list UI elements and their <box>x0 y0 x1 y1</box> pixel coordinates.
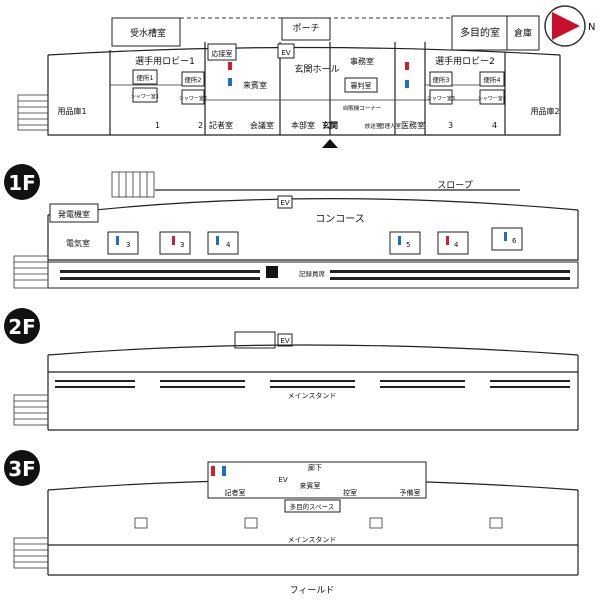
slope-label: スロープ <box>437 180 472 191</box>
shower2-label: シャワー室2 <box>179 95 207 102</box>
3f-press-label: 記者室 <box>225 488 246 497</box>
mgmt-label: 管理人室 <box>379 122 402 130</box>
water-tank-room <box>111 17 181 47</box>
recorder-seats-label: 記録員席 <box>299 269 326 278</box>
ev-ground-label: EV <box>281 49 290 57</box>
floor-1f-badge <box>4 164 40 200</box>
vending-label: 自販機コーナー <box>343 104 382 112</box>
toilet2-room <box>181 71 205 87</box>
2f-stand-label: メインスタンド <box>288 391 337 400</box>
floor-2f-badge <box>4 308 40 344</box>
3f-control-label: 控室 <box>343 488 357 497</box>
1f-toilet-3a: 3 <box>126 241 130 249</box>
3f-standby-label: 予備室 <box>400 488 421 497</box>
generator-label: 発電機室 <box>58 209 90 219</box>
toilet3-room <box>429 71 453 87</box>
1f-top-stairs <box>111 171 155 198</box>
floor-1f-plan: 1F スロープ コンコース 発電機室 電気室 EV 3 3 <box>4 164 579 289</box>
medical-label: 医務室 <box>401 120 425 130</box>
toilet1-label: 便所1 <box>136 73 153 82</box>
2f-stair-block <box>234 331 276 349</box>
shower4-label: シャワー室4 <box>478 95 506 102</box>
3f-multi-space <box>284 499 341 513</box>
reception-room <box>207 43 237 61</box>
compass-letter: N <box>588 22 595 33</box>
ev-2f-label: EV <box>280 337 289 345</box>
floor-2f-plan: 2F EV メインスタンド <box>4 308 579 431</box>
left-stairs <box>17 94 49 131</box>
1f-toilet-4a: 4 <box>226 241 231 249</box>
electrical-label: 電気室 <box>66 238 90 248</box>
reception-label: 応接室 <box>212 49 233 58</box>
toilet3-label: 便所3 <box>432 75 449 84</box>
press-room-label: 記者室 <box>209 120 233 130</box>
shower4-room <box>479 89 505 105</box>
locker-num-2: 2 <box>198 121 203 130</box>
storage1-label: 用品庫1 <box>57 106 86 116</box>
2f-seating <box>13 380 570 426</box>
ev-1f-label: EV <box>280 199 289 207</box>
corridor-label: 廊下 <box>308 463 322 472</box>
entrance-label: 玄関 <box>322 120 338 130</box>
ev-1f <box>277 195 293 209</box>
floor-1f-label: 1F <box>8 171 36 195</box>
entrance-arrow-icon <box>322 139 338 148</box>
shower3-label: シャワー室3 <box>427 95 455 102</box>
judge-room <box>344 77 378 93</box>
1f-toilet-6: 6 <box>512 237 517 245</box>
toilet4-room <box>479 71 505 87</box>
hall-label: 玄関ホール <box>294 63 339 75</box>
meeting-room-label: 会議室 <box>250 120 274 130</box>
1f-toilets: 3 3 4 5 4 6 <box>107 227 523 255</box>
shower1-room <box>132 87 158 103</box>
1f-toilet-4b: 4 <box>454 241 459 249</box>
storage2-label: 用品庫2 <box>530 106 559 116</box>
north-compass-icon: N <box>544 5 595 47</box>
ground-restroom-icons <box>228 62 409 88</box>
concourse-label: コンコース <box>315 214 365 225</box>
field-label: フィールド <box>290 586 335 596</box>
water-tank-room-label: 受水槽室 <box>130 27 166 39</box>
broadcast-label: 放送室 <box>365 122 382 130</box>
1f-seating <box>13 255 579 289</box>
ev-2f <box>277 333 293 347</box>
shower1-label: シャワー室1 <box>131 93 159 100</box>
shower3-room <box>429 89 453 105</box>
judge-label: 審判室 <box>351 81 372 90</box>
lobby2-label: 選手用ロビー2 <box>435 55 495 67</box>
storage-label: 倉庫 <box>514 27 532 39</box>
toilet1-room <box>132 69 158 85</box>
1f-toilet-3b: 3 <box>180 241 184 249</box>
hq-room-label: 本部室 <box>291 120 315 130</box>
toilet4-label: 便所4 <box>483 75 500 84</box>
guest-label: 来賓室 <box>243 80 267 90</box>
locker-num-4: 4 <box>492 121 497 130</box>
3f-office-block <box>207 461 427 499</box>
1f-toilet-5: 5 <box>406 241 410 249</box>
toilet2-label: 便所2 <box>184 75 201 84</box>
floor-3f-plan: 3F 廊下 EV 記者室 来賓室 控室 予備室 多目的スペース メインスタンド … <box>4 450 579 596</box>
office-label: 事務室 <box>350 56 374 66</box>
floor-3f-label: 3F <box>8 457 36 481</box>
3f-stand-label: メインスタンド <box>288 535 337 544</box>
locker-num-3: 3 <box>448 121 453 130</box>
wheelchair-icon <box>266 266 278 278</box>
multi-purpose-label: 多目的室 <box>460 26 500 39</box>
porch <box>281 17 331 41</box>
locker-num-1: 1 <box>155 121 160 130</box>
ground-floor-plan: 受水槽室 ポーチ 多目的室 倉庫 N <box>17 5 595 148</box>
3f-stand-grid <box>13 517 503 569</box>
ev-3f-label: EV <box>278 476 287 484</box>
lobby1-label: 選手用ロビー1 <box>135 55 195 67</box>
3f-guest-label: 来賓室 <box>300 481 321 490</box>
storage-room <box>506 15 540 51</box>
3f-multi-label: 多目的スペース <box>290 502 335 511</box>
ev-ground <box>277 43 295 59</box>
shower2-room <box>181 89 205 105</box>
porch-label: ポーチ <box>292 23 319 34</box>
floor-2f-label: 2F <box>8 315 36 339</box>
floor-3f-badge <box>4 450 40 486</box>
generator-room <box>49 203 99 223</box>
